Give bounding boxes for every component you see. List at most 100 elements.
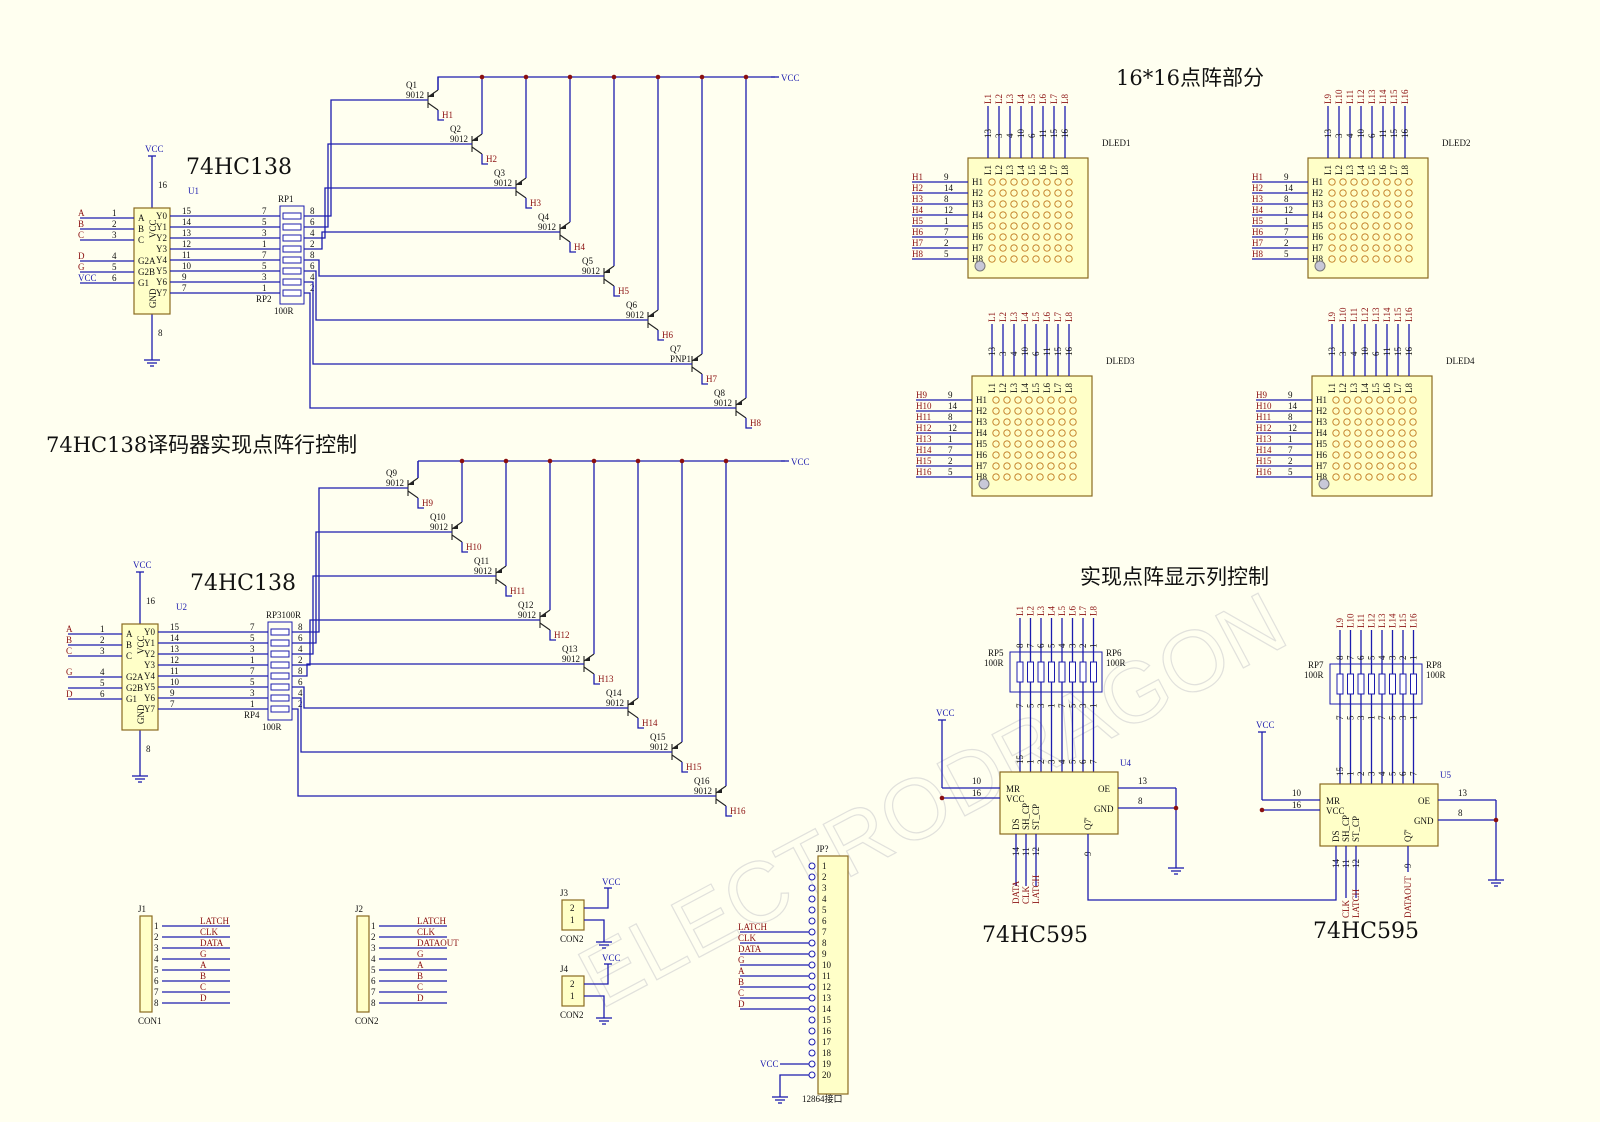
connector-pin: 1	[822, 861, 827, 871]
led-dot	[1354, 418, 1362, 426]
header-pin-hole	[808, 1027, 816, 1035]
led-dot	[999, 222, 1007, 230]
led-dot	[1365, 462, 1373, 470]
led-dot	[1003, 451, 1011, 459]
decoder-input-pin: 1	[100, 624, 105, 634]
resistor-pin-left: 5	[262, 261, 267, 271]
matrix-inner-row: H6	[976, 450, 987, 460]
led-dot	[1065, 200, 1073, 208]
column-resistor-pin-top: 2	[1398, 656, 1408, 661]
resistor-pin-left: 7	[262, 206, 267, 216]
transistor-collector	[715, 798, 727, 807]
column-net: L3	[1036, 606, 1046, 616]
matrix-row-net: H14	[1256, 445, 1272, 455]
connector-pin: 7	[371, 987, 376, 997]
resistor-pin-right: 4	[298, 688, 303, 698]
collector-wire	[657, 330, 664, 341]
shift-q-pin: 3	[1367, 771, 1377, 776]
led-dot	[1065, 211, 1073, 219]
row-output-net: H14	[642, 718, 658, 728]
shift-register-u5	[1319, 783, 1439, 847]
decoder-input-name: A	[138, 213, 145, 223]
decoder-input-net: B	[66, 635, 72, 645]
base-wire	[304, 187, 516, 239]
led-dot	[1387, 462, 1395, 470]
matrix-inner-row: H5	[1316, 439, 1327, 449]
column-resistor-pin-bottom: 7	[1335, 715, 1345, 720]
led-dot	[1387, 451, 1395, 459]
connector-net: B	[200, 971, 206, 981]
matrix-row-net: H7	[912, 238, 923, 248]
transistor-ref: Q12	[518, 600, 534, 610]
connector-lcd-header	[817, 855, 849, 1095]
rail-vcc-label: VCC	[781, 73, 800, 83]
decoder-input-net: D	[66, 689, 73, 699]
shift-pin-name: GND	[1414, 816, 1434, 826]
matrix-column-net: L7	[1049, 94, 1059, 104]
matrix-row-net: H1	[1252, 172, 1263, 182]
led-dot	[1409, 462, 1417, 470]
matrix-column-net: L16	[1404, 307, 1414, 322]
led-dot	[1332, 407, 1340, 415]
decoder-input-pin: 4	[112, 251, 117, 261]
matrix-column-pin: 16	[1400, 129, 1410, 139]
matrix-inner-row: H5	[972, 221, 983, 231]
connector-net: CLK	[200, 927, 219, 937]
junction-dot	[939, 795, 945, 801]
connector-net: A	[417, 960, 424, 970]
column-resistor-pin-top: 4	[1377, 655, 1387, 660]
led-dot	[1003, 473, 1011, 481]
column-resistor-value: 100R	[984, 658, 1004, 668]
led-dot	[1405, 255, 1413, 263]
matrix-inner-row: H5	[976, 439, 987, 449]
led-dot	[1054, 244, 1062, 252]
connector-j4	[561, 975, 585, 1007]
led-dot	[1405, 211, 1413, 219]
shift-register-ref: U5	[1440, 770, 1451, 780]
resistor-pin-right: 2	[310, 239, 315, 249]
resistor-network-ref-2: RP4	[244, 710, 260, 720]
row-output-net: H11	[510, 586, 525, 596]
matrix-ref: DLED1	[1102, 138, 1131, 148]
led-dot	[1003, 462, 1011, 470]
resistor-pin-left: 7	[262, 250, 267, 260]
connector-pin: 5	[154, 965, 159, 975]
connector-vcc-label: VCC	[602, 877, 621, 887]
led-dot	[1354, 451, 1362, 459]
base-wire	[292, 686, 628, 709]
matrix-inner-row: H6	[972, 232, 983, 242]
connector-pin: 5	[371, 965, 376, 975]
connector-pin: 1	[154, 921, 159, 931]
shift-input-net: LATCH	[1351, 889, 1361, 919]
matrix-inner-row: H4	[1312, 210, 1323, 220]
matrix-inner-row: H3	[972, 199, 983, 209]
shift-pin: 10	[972, 776, 982, 786]
led-dot	[1069, 462, 1077, 470]
connector-net: G	[417, 949, 424, 959]
connector-pin: 1	[371, 921, 376, 931]
connector-j1	[139, 915, 153, 1013]
matrix-column-pin: 15	[1053, 347, 1063, 357]
decoder-output-pin: 13	[182, 228, 192, 238]
matrix-row-pin: 14	[944, 183, 954, 193]
connector-pin: 2	[570, 979, 575, 989]
led-dot	[1376, 462, 1384, 470]
matrix-column-pin: 13	[1327, 347, 1337, 357]
resistor-pin-left: 7	[250, 622, 255, 632]
led-dot	[1328, 222, 1336, 230]
cascade-wire	[1087, 834, 1337, 901]
decoder-input-name: G2A	[126, 672, 144, 682]
decoder-ref: U2	[176, 602, 187, 612]
led-dot	[1343, 473, 1351, 481]
shift-q-pin: 15	[1015, 755, 1025, 765]
led-dot	[1058, 418, 1066, 426]
collector-wire	[481, 154, 488, 165]
transistor-collector	[603, 278, 615, 287]
column-resistor-value-2: 100R	[1426, 670, 1446, 680]
matrix-pin1-marker	[1318, 478, 1330, 490]
led-dot	[1343, 451, 1351, 459]
decoder-output-pin: 11	[170, 666, 179, 676]
column-net: L6	[1068, 606, 1078, 616]
led-dot	[992, 407, 1000, 415]
led-dot	[1069, 418, 1077, 426]
